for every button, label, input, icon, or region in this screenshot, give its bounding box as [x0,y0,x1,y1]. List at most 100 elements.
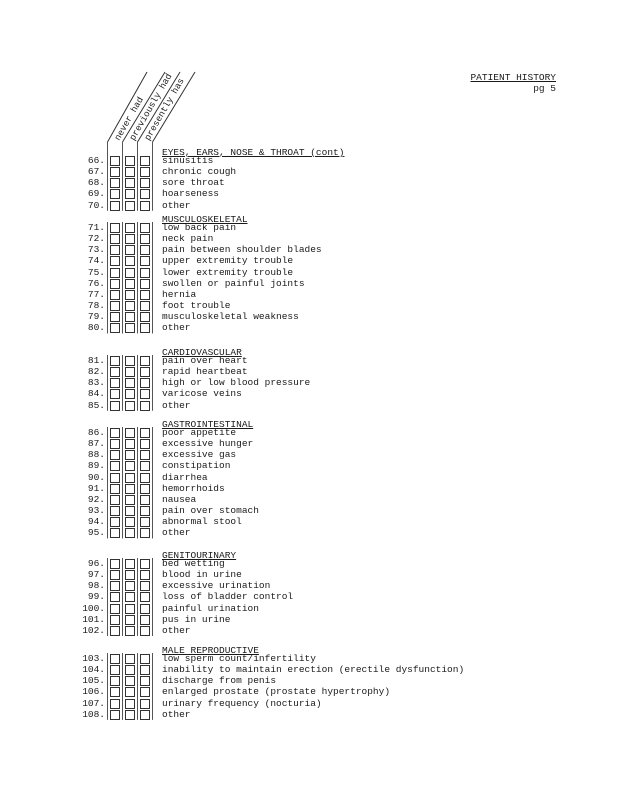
checkbox-presently-has[interactable] [140,592,150,603]
checkbox-presently-has[interactable] [140,528,150,539]
checkbox-never-had[interactable] [110,323,120,334]
checkbox-previously-had[interactable] [125,603,135,614]
checkbox-previously-had[interactable] [125,472,135,483]
checkbox-never-had[interactable] [110,603,120,614]
checkbox-never-had[interactable] [110,223,120,233]
checkbox-presently-has[interactable] [140,517,150,528]
checkbox-previously-had[interactable] [125,559,135,569]
checkbox-presently-has[interactable] [140,389,150,400]
checkbox-previously-had[interactable] [125,312,135,323]
checkbox-presently-has[interactable] [140,301,150,312]
checkbox-presently-has[interactable] [140,267,150,278]
checkbox-previously-had[interactable] [125,389,135,400]
checkbox-presently-has[interactable] [140,506,150,517]
checkbox-presently-has[interactable] [140,570,150,581]
checkbox-previously-had[interactable] [125,178,135,189]
checkbox-previously-had[interactable] [125,528,135,539]
checkbox-never-had[interactable] [110,472,120,483]
checkbox-presently-has[interactable] [140,483,150,494]
checkbox-previously-had[interactable] [125,614,135,625]
checkbox-never-had[interactable] [110,428,120,438]
checkbox-presently-has[interactable] [140,278,150,289]
checkbox-previously-had[interactable] [125,439,135,450]
checkbox-never-had[interactable] [110,570,120,581]
checkbox-never-had[interactable] [110,289,120,300]
checkbox-never-had[interactable] [110,559,120,569]
checkbox-previously-had[interactable] [125,323,135,334]
checkbox-previously-had[interactable] [125,450,135,461]
checkbox-presently-has[interactable] [140,156,150,166]
checkbox-never-had[interactable] [110,687,120,698]
checkbox-never-had[interactable] [110,506,120,517]
checkbox-previously-had[interactable] [125,223,135,233]
checkbox-presently-has[interactable] [140,200,150,211]
checkbox-previously-had[interactable] [125,400,135,411]
checkbox-never-had[interactable] [110,528,120,539]
checkbox-never-had[interactable] [110,256,120,267]
checkbox-never-had[interactable] [110,178,120,189]
checkbox-presently-has[interactable] [140,356,150,366]
checkbox-previously-had[interactable] [125,189,135,200]
checkbox-previously-had[interactable] [125,483,135,494]
checkbox-never-had[interactable] [110,234,120,245]
checkbox-presently-has[interactable] [140,581,150,592]
checkbox-presently-has[interactable] [140,614,150,625]
checkbox-previously-had[interactable] [125,570,135,581]
checkbox-never-had[interactable] [110,483,120,494]
checkbox-previously-had[interactable] [125,234,135,245]
checkbox-previously-had[interactable] [125,592,135,603]
checkbox-presently-has[interactable] [140,234,150,245]
checkbox-previously-had[interactable] [125,698,135,709]
checkbox-previously-had[interactable] [125,428,135,438]
checkbox-never-had[interactable] [110,665,120,676]
checkbox-presently-has[interactable] [140,687,150,698]
checkbox-presently-has[interactable] [140,245,150,256]
checkbox-previously-had[interactable] [125,301,135,312]
checkbox-presently-has[interactable] [140,323,150,334]
checkbox-never-had[interactable] [110,450,120,461]
checkbox-presently-has[interactable] [140,256,150,267]
checkbox-never-had[interactable] [110,592,120,603]
checkbox-previously-had[interactable] [125,494,135,505]
checkbox-presently-has[interactable] [140,461,150,472]
checkbox-never-had[interactable] [110,378,120,389]
checkbox-never-had[interactable] [110,156,120,166]
checkbox-presently-has[interactable] [140,439,150,450]
checkbox-presently-has[interactable] [140,559,150,569]
checkbox-previously-had[interactable] [125,367,135,378]
checkbox-never-had[interactable] [110,167,120,178]
checkbox-previously-had[interactable] [125,256,135,267]
checkbox-never-had[interactable] [110,312,120,323]
checkbox-presently-has[interactable] [140,289,150,300]
checkbox-presently-has[interactable] [140,698,150,709]
checkbox-previously-had[interactable] [125,676,135,687]
checkbox-never-had[interactable] [110,614,120,625]
checkbox-never-had[interactable] [110,389,120,400]
checkbox-presently-has[interactable] [140,428,150,438]
checkbox-presently-has[interactable] [140,625,150,636]
checkbox-previously-had[interactable] [125,267,135,278]
checkbox-presently-has[interactable] [140,400,150,411]
checkbox-never-had[interactable] [110,278,120,289]
checkbox-previously-had[interactable] [125,709,135,720]
checkbox-never-had[interactable] [110,676,120,687]
checkbox-never-had[interactable] [110,356,120,366]
checkbox-presently-has[interactable] [140,367,150,378]
checkbox-previously-had[interactable] [125,625,135,636]
checkbox-previously-had[interactable] [125,654,135,664]
checkbox-presently-has[interactable] [140,494,150,505]
checkbox-previously-had[interactable] [125,517,135,528]
checkbox-presently-has[interactable] [140,167,150,178]
checkbox-never-had[interactable] [110,439,120,450]
checkbox-never-had[interactable] [110,367,120,378]
checkbox-never-had[interactable] [110,494,120,505]
checkbox-presently-has[interactable] [140,603,150,614]
checkbox-previously-had[interactable] [125,665,135,676]
checkbox-presently-has[interactable] [140,709,150,720]
checkbox-presently-has[interactable] [140,312,150,323]
checkbox-never-had[interactable] [110,400,120,411]
checkbox-presently-has[interactable] [140,178,150,189]
checkbox-never-had[interactable] [110,461,120,472]
checkbox-presently-has[interactable] [140,676,150,687]
checkbox-previously-had[interactable] [125,289,135,300]
